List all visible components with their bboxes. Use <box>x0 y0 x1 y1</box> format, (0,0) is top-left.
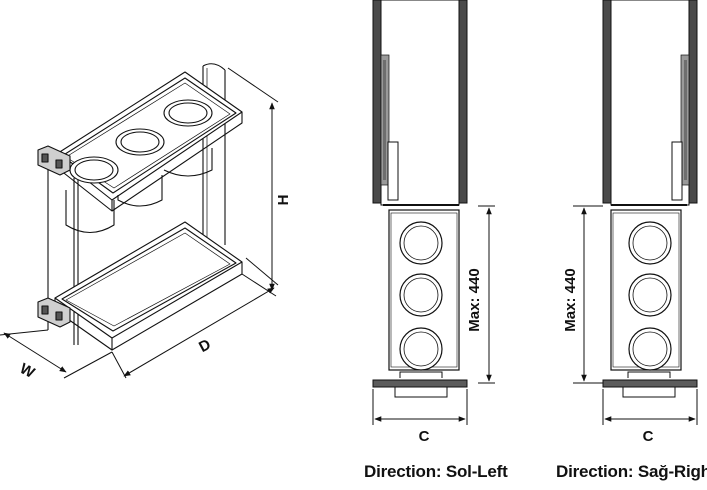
height-dimension <box>227 67 279 291</box>
max-height-label-left: Max: 440 <box>466 268 483 331</box>
max-height-dimension-left <box>478 205 495 384</box>
depth-dimension <box>111 273 277 379</box>
caption-right: Direction: Sağ-Right <box>556 462 707 481</box>
max-height-label-right: Max: 440 <box>562 268 579 331</box>
cabinet-width-label-left: C <box>419 428 430 445</box>
front-view-left <box>372 0 468 398</box>
max-height-dimension-right <box>573 205 603 384</box>
height-label: H <box>275 195 292 206</box>
cabinet-width-dimension-right <box>602 389 698 425</box>
depth-label: D <box>196 336 214 356</box>
width-label: W <box>17 360 38 382</box>
isometric-basket-drawing <box>37 63 243 351</box>
cabinet-width-dimension-left <box>372 389 468 425</box>
caption-left: Direction: Sol-Left <box>364 462 508 481</box>
width-dimension <box>0 329 113 379</box>
cabinet-width-label-right: C <box>643 428 654 445</box>
front-view-right <box>602 0 698 398</box>
